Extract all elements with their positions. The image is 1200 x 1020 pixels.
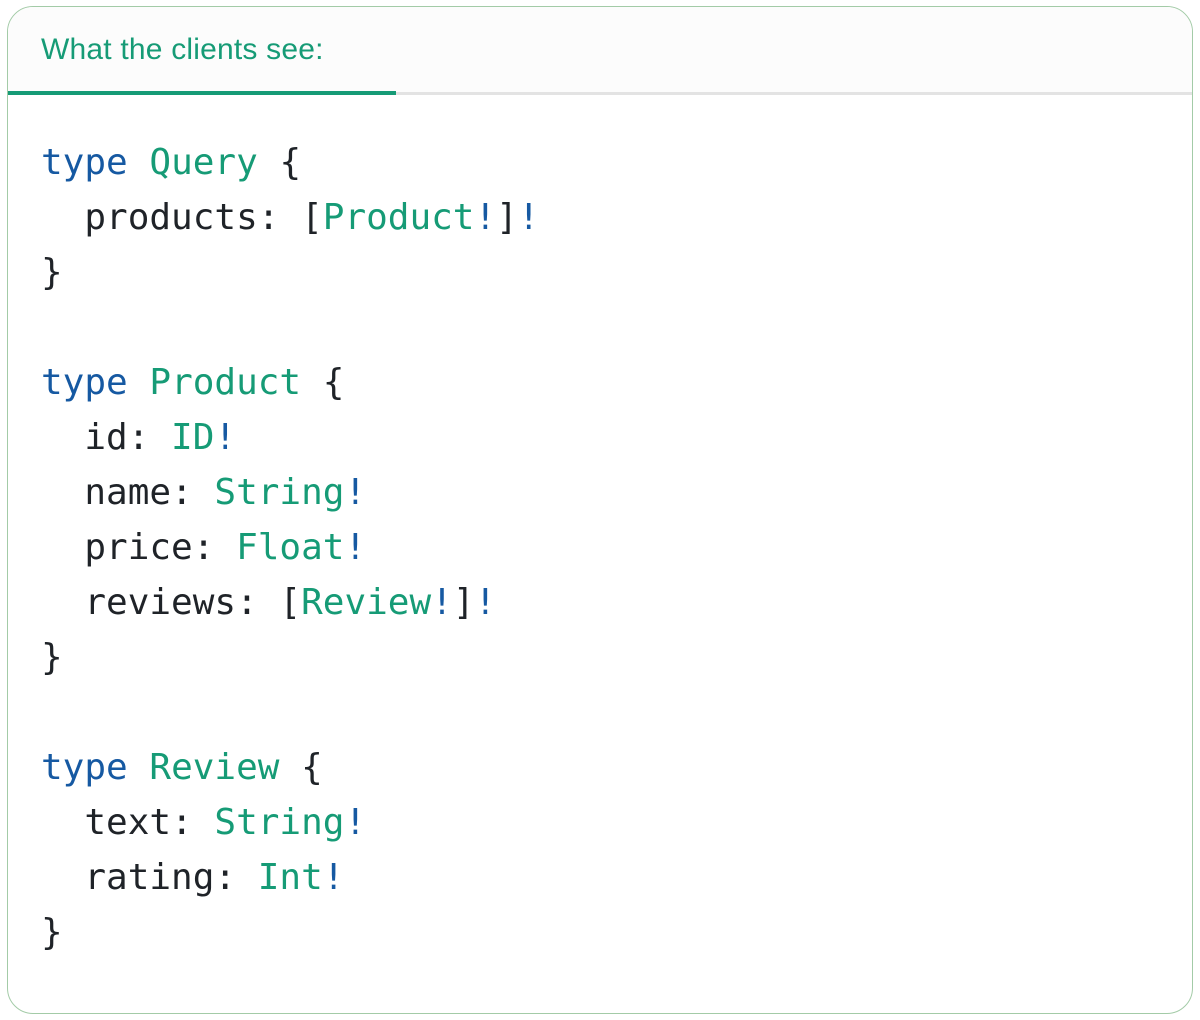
code-line: } [41,630,1159,685]
code-token: type [41,142,128,183]
code-token: Query [149,142,258,183]
code-token: ] [496,197,518,238]
code-token: { [257,142,302,183]
code-token: id: [41,417,172,458]
code-line [41,300,1159,355]
code-token: text: [41,802,215,843]
code-panel: What the clients see: type Query { produ… [7,6,1193,1014]
tab-what-the-clients-see[interactable]: What the clients see: [41,33,324,67]
code-line: products: [Product!]! [41,190,1159,245]
code-token: name: [41,472,215,513]
code-token: ! [474,197,497,238]
code-token: Int [257,857,323,898]
code-token: rating: [41,857,258,898]
code-token: Review [301,582,432,623]
code-token [128,747,150,788]
code-token: ! [344,527,367,568]
code-token: ! [322,857,345,898]
code-line: reviews: [Review!]! [41,575,1159,630]
code-token: reviews: [ [41,582,302,623]
code-token: ! [431,582,453,623]
code-line: type Product { [41,355,1159,410]
code-token: String [214,802,345,843]
code-token: Product [322,197,475,238]
code-token: Float [236,527,345,568]
active-tab-indicator [8,91,396,95]
code-token: ! [214,417,237,458]
code-token: ] [452,582,475,623]
code-token: Product [149,362,302,403]
code-token [128,142,150,183]
code-line: rating: Int! [41,850,1159,905]
code-token: } [41,252,63,293]
code-line: } [41,905,1159,960]
code-token: ID [171,417,215,458]
code-token: } [41,912,63,953]
code-line: id: ID! [41,410,1159,465]
code-block: type Query { products: [Product!]!} type… [8,95,1192,960]
code-token: { [301,362,345,403]
tab-bar: What the clients see: [8,7,1192,95]
code-line [41,685,1159,740]
code-token: ! [517,197,540,238]
code-line: type Query { [41,135,1159,190]
code-token: type [41,362,128,403]
code-line: price: Float! [41,520,1159,575]
code-token: Review [149,747,280,788]
code-token: { [279,747,323,788]
code-token [128,362,150,403]
code-line: } [41,245,1159,300]
code-line: text: String! [41,795,1159,850]
code-line: type Review { [41,740,1159,795]
code-token: products: [ [41,197,323,238]
code-line: name: String! [41,465,1159,520]
tab-label: What the clients see: [41,32,324,66]
code-token: } [41,637,63,678]
code-token: ! [344,802,367,843]
code-token: ! [474,582,497,623]
code-token: String [214,472,345,513]
code-token: type [41,747,128,788]
code-token: ! [344,472,367,513]
code-token: price: [41,527,237,568]
